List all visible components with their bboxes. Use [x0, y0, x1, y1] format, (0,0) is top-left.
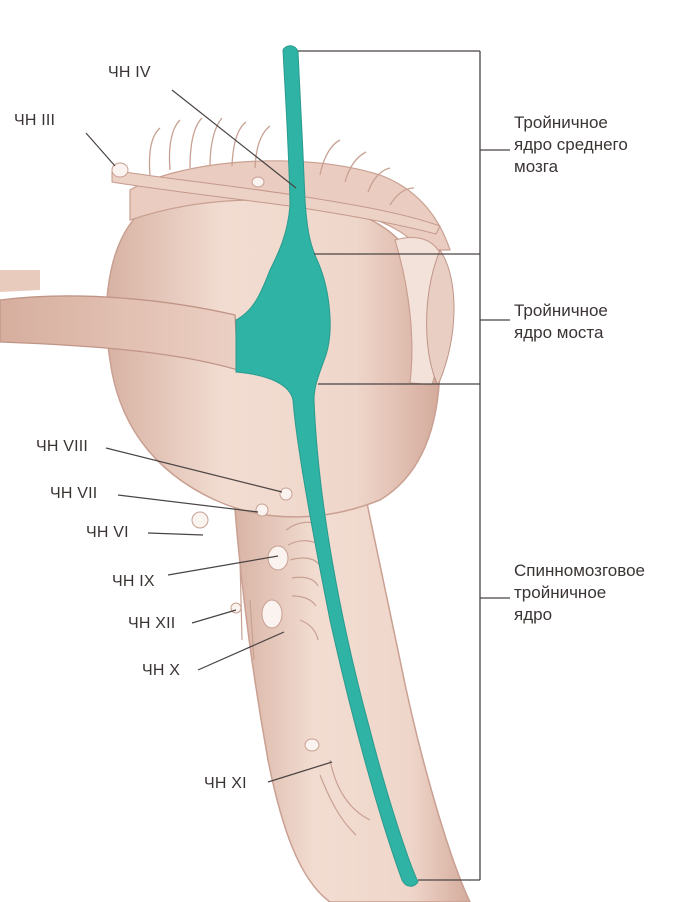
- label-cn7: ЧН VII: [50, 485, 97, 503]
- label-pontine-line1: Тройничное: [514, 300, 608, 322]
- label-spinal-line2: тройничное: [514, 582, 645, 604]
- label-pontine-nucleus: Тройничное ядро моста: [514, 300, 608, 344]
- label-cn11: ЧН XI: [204, 775, 247, 793]
- label-cn8: ЧН VIII: [36, 438, 88, 456]
- label-spinal-line3: ядро: [514, 604, 645, 626]
- label-mesencephalic-nucleus: Тройничное ядро среднего мозга: [514, 112, 628, 178]
- label-pontine-line2: ядро моста: [514, 322, 608, 344]
- label-cn3: ЧН III: [14, 112, 55, 130]
- label-cn9: ЧН IX: [112, 573, 155, 591]
- label-mesencephalic-line2: ядро среднего: [514, 134, 628, 156]
- label-cn12: ЧН XII: [128, 615, 175, 633]
- label-spinal-line1: Спинномозговое: [514, 560, 645, 582]
- label-mesencephalic-line3: мозга: [514, 156, 628, 178]
- label-cn10: ЧН X: [142, 662, 180, 680]
- label-cn6: ЧН VI: [86, 524, 129, 542]
- label-cn4: ЧН IV: [108, 64, 151, 82]
- label-spinal-nucleus: Спинномозговое тройничное ядро: [514, 560, 645, 626]
- label-mesencephalic-line1: Тройничное: [514, 112, 628, 134]
